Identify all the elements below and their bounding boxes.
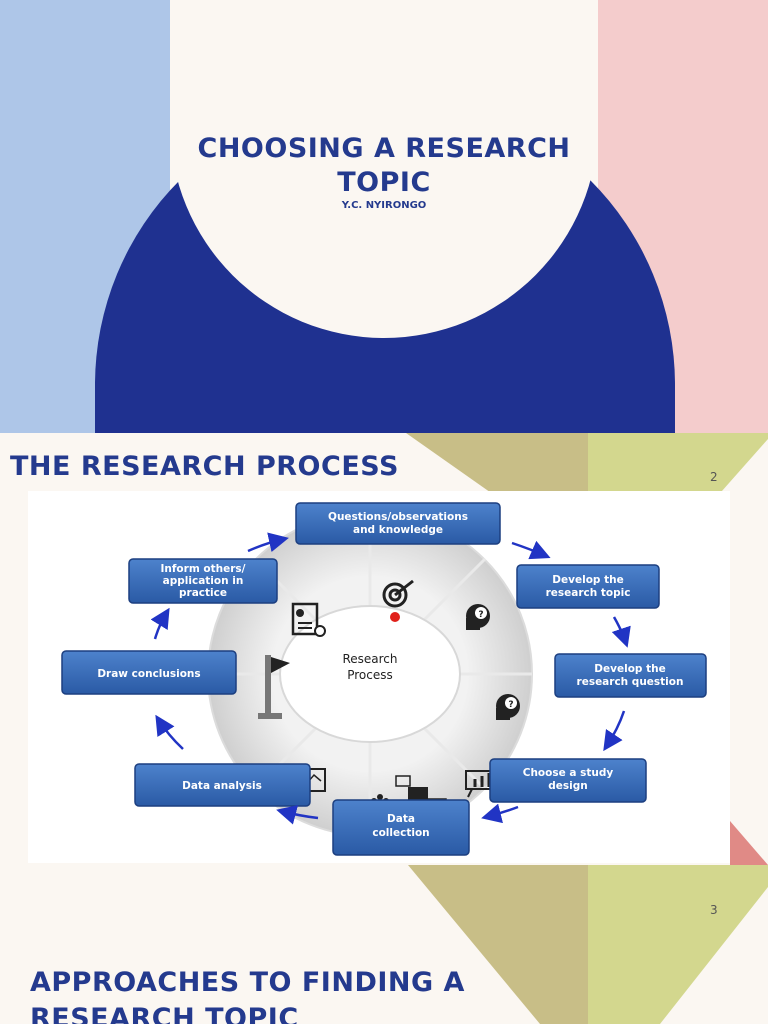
step-label: design [548, 780, 587, 792]
arrow-2 [611, 616, 631, 648]
step-box-research-topic: Develop the research topic [516, 564, 660, 609]
red-triangle [730, 821, 768, 865]
step-box-research-question: Develop the research question [554, 653, 707, 698]
step-label: Draw conclusions [97, 668, 200, 680]
step-label: practice [179, 587, 227, 599]
arrow-5 [276, 805, 319, 825]
lime-shape [588, 865, 768, 1024]
cream-circle-shape [170, 0, 598, 338]
research-process-diagram: Research Process ? ? [28, 491, 730, 863]
research-process-slide: THE RESEARCH PROCESS 2 [0, 433, 768, 865]
step-label: Questions/observations [328, 511, 468, 523]
decorative-triangles [408, 865, 768, 1024]
slide-title: CHOOSING A RESEARCH TOPIC [197, 133, 571, 198]
arrow-3 [603, 710, 626, 752]
step-box-study-design: Choose a study design [489, 758, 647, 803]
report-icon [291, 602, 326, 637]
step-label: research topic [546, 587, 631, 599]
slide-title: THE RESEARCH PROCESS [10, 451, 399, 482]
step-label: application in [163, 575, 244, 587]
step-label: Choose a study [523, 767, 614, 779]
head-question-icon-2: ? [496, 694, 520, 720]
arrow-7 [150, 607, 170, 640]
title-slide: CHOOSING A RESEARCH TOPIC Y.C. NYIRONGO [0, 0, 768, 433]
page-number: 2 [710, 470, 718, 484]
step-label: research question [577, 676, 684, 688]
approaches-slide: 3 APPROACHES TO FINDING A RESEARCH TOPIC [0, 865, 768, 1024]
center-label-line1: Research [342, 652, 397, 666]
step-label: Develop the [594, 663, 665, 675]
step-box-draw-conclusions: Draw conclusions [61, 650, 237, 695]
arrow-1 [511, 540, 551, 560]
step-box-questions: Questions/observations and knowledge [295, 502, 501, 545]
step-label: and knowledge [353, 524, 443, 536]
olive-triangle [408, 865, 588, 1024]
step-label: Data [387, 813, 415, 825]
step-label: Develop the [552, 574, 623, 586]
step-label: collection [372, 827, 429, 839]
step-box-data-analysis: Data analysis [134, 763, 311, 807]
step-box-data-collection: Data collection [332, 799, 470, 856]
center-label-line2: Process [347, 668, 393, 682]
cycle-arrows [150, 532, 631, 825]
step-box-inform-others: Inform others/ application in practice [128, 558, 278, 604]
step-label: Data analysis [182, 780, 262, 792]
svg-text:?: ? [478, 610, 483, 620]
target-icon [382, 579, 414, 622]
arrow-4 [481, 803, 519, 824]
inner-hub [279, 605, 461, 743]
svg-text:?: ? [508, 700, 513, 710]
arrow-8 [247, 532, 289, 553]
process-cycle-graphic: Research Process ? ? [61, 502, 707, 856]
slide-title: APPROACHES TO FINDING A RESEARCH TOPIC [30, 967, 465, 1024]
page-number: 3 [710, 903, 718, 917]
flag-icon [258, 655, 290, 719]
step-label: Inform others/ [160, 563, 245, 575]
head-question-icon-1: ? [466, 604, 490, 630]
slide-author: Y.C. NYIRONGO [341, 200, 427, 211]
arrow-6 [155, 714, 184, 750]
